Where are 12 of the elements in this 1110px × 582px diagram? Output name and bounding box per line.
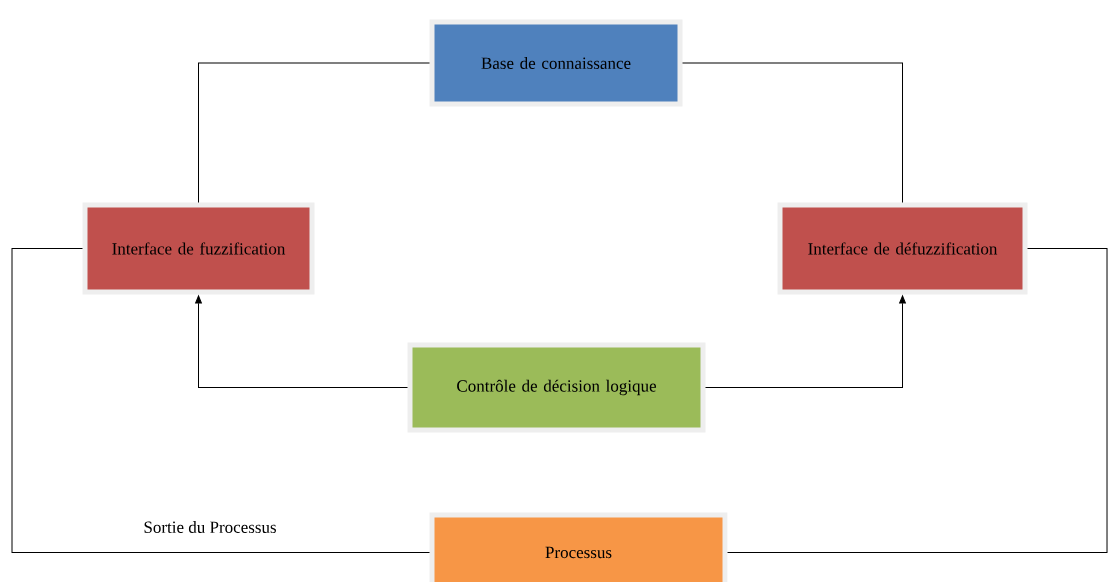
connector — [727, 248, 1108, 553]
interface-box: Interface de fuzzification — [82, 202, 315, 295]
decision-box: Contrôle de décision logique — [407, 342, 706, 433]
edge-label: Sortie du Processus — [142, 520, 278, 534]
interface-box: Interface de défuzzification — [777, 202, 1028, 295]
process-box: Processus — [429, 512, 728, 582]
connector — [682, 62, 903, 203]
connector — [198, 62, 430, 203]
connector — [195, 295, 408, 388]
connector — [705, 295, 906, 388]
knowledge-base-box: Base de connaissance — [429, 19, 683, 107]
connector — [11, 248, 430, 553]
